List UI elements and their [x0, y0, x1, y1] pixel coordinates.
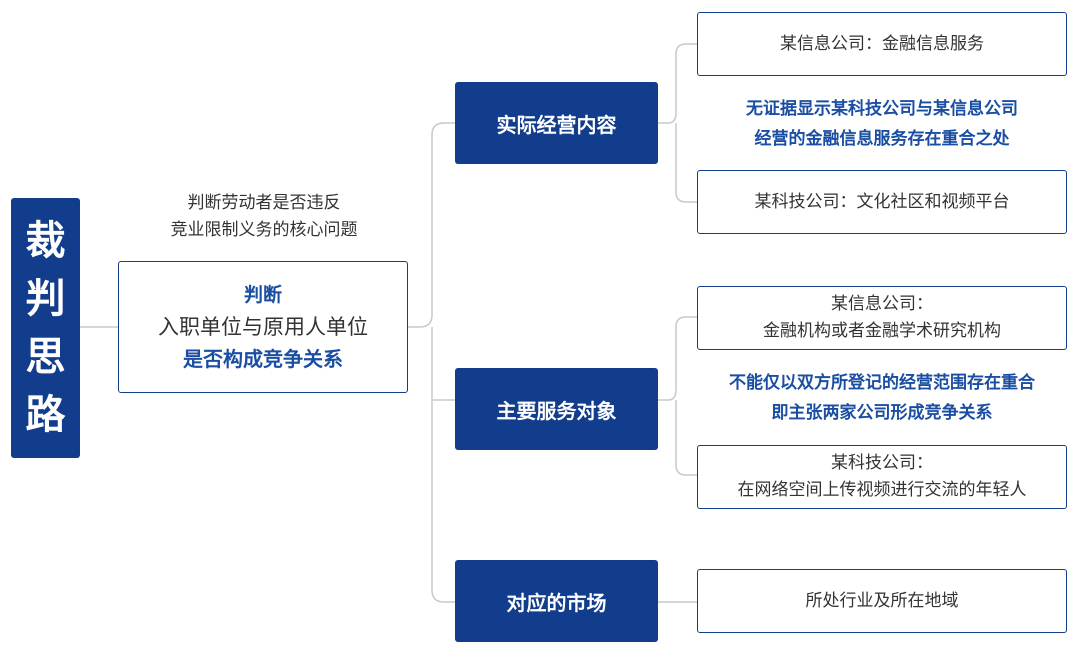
leaf-industry-region: 所处行业及所在地域	[697, 569, 1067, 633]
leaf-line: 某科技公司：文化社区和视频平台	[754, 191, 1010, 212]
question-caption: 判断劳动者是否违反 竞业限制义务的核心问题	[118, 190, 410, 244]
leaf-line-2: 金融机构或者金融学术研究机构	[763, 321, 1001, 341]
leaf-line-2: 在网络空间上传视频进行交流的年轻人	[737, 480, 1027, 500]
note-service-targets: 不能仅以双方所登记的经营范围存在重合 即主张两家公司形成竞争关系	[697, 368, 1067, 428]
note-line-1: 无证据显示某科技公司与某信息公司	[746, 99, 1018, 119]
root-title: 裁判思路	[25, 218, 66, 438]
caption-line-1: 判断劳动者是否违反	[187, 193, 341, 213]
category-business-content: 实际经营内容	[455, 82, 658, 164]
connector-cat1-leaves	[658, 43, 697, 203]
note-business-content: 无证据显示某科技公司与某信息公司 经营的金融信息服务存在重合之处	[697, 94, 1067, 154]
leaf-tech-company-clients: 某科技公司： 在网络空间上传视频进行交流的年轻人	[697, 445, 1067, 509]
judgment-question: 是否构成竞争关系	[183, 346, 343, 371]
leaf-line-1: 某信息公司：	[831, 294, 933, 314]
category-label: 实际经营内容	[496, 112, 617, 137]
caption-line-2: 竞业限制义务的核心问题	[170, 220, 358, 240]
leaf-info-company-clients: 某信息公司： 金融机构或者金融学术研究机构	[697, 286, 1067, 350]
category-label: 对应的市场	[506, 590, 607, 615]
leaf-info-company-business: 某信息公司：金融信息服务	[697, 12, 1067, 76]
root-node: 裁判思路	[11, 198, 80, 458]
judgment-box: 判断 入职单位与原用人单位 是否构成竞争关系	[118, 261, 408, 393]
category-service-targets: 主要服务对象	[455, 368, 658, 450]
leaf-line: 所处行业及所在地域	[805, 590, 959, 611]
note-line-2: 经营的金融信息服务存在重合之处	[754, 129, 1010, 149]
leaf-tech-company-business: 某科技公司：文化社区和视频平台	[697, 170, 1067, 234]
note-line-2: 即主张两家公司形成竞争关系	[771, 403, 993, 423]
judgment-subject: 入职单位与原用人单位	[158, 314, 368, 339]
judgment-heading: 判断	[243, 283, 282, 306]
leaf-line: 某信息公司：金融信息服务	[780, 33, 984, 54]
connector-judge-categories	[408, 122, 455, 603]
connector-cat2-leaves	[658, 316, 697, 476]
category-corresponding-market: 对应的市场	[455, 560, 658, 642]
leaf-line-1: 某科技公司：	[831, 453, 933, 473]
note-line-1: 不能仅以双方所登记的经营范围存在重合	[729, 373, 1035, 393]
category-label: 主要服务对象	[496, 398, 617, 423]
